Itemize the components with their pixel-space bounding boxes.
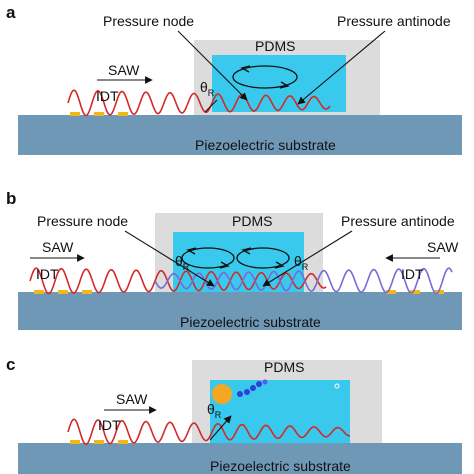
idt-electrode (386, 290, 396, 294)
idt-electrode (34, 290, 44, 294)
vortex-arrowhead (186, 247, 197, 255)
panel-b-substrate-label: Piezoelectric substrate (180, 314, 321, 330)
vortex-arrowhead (274, 261, 285, 269)
panel-a-node-pointer (177, 30, 248, 101)
panel-b-left-theta-label: θR (175, 253, 190, 272)
small-particle (244, 389, 250, 395)
panel-c-idt-label: IDT (98, 417, 121, 433)
panel-a-substrate-label: Piezoelectric substrate (195, 137, 336, 153)
panel-c: c PDMS SAW IDT θR Piezoelectric substrat… (6, 355, 462, 474)
panel-a-theta-label: θR (200, 79, 215, 98)
panel-a-pressure-antinode-label: Pressure antinode (337, 13, 451, 29)
panel-b-left-idt-electrodes (34, 290, 92, 294)
panel-a-idt-label: IDT (96, 88, 119, 104)
panel-b-right-theta-label: θR (294, 253, 309, 272)
panel-c-particles (212, 379, 340, 404)
panel-c-fluid-channel (210, 380, 350, 443)
panel-b-right-vortex (236, 247, 290, 269)
panel-a-saw-wave (67, 89, 331, 117)
panel-a-pdms-label: PDMS (255, 38, 295, 54)
small-particle (237, 391, 243, 397)
small-particle (262, 379, 268, 385)
panel-c-saw-label: SAW (116, 391, 148, 407)
vortex-arrowhead (279, 81, 290, 89)
panel-b-right-idt-label: IDT (401, 266, 424, 282)
panel-b-node-pointer (124, 230, 215, 287)
idt-electrode (118, 112, 128, 116)
idt-electrode (410, 290, 420, 294)
panel-c-pdms-label: PDMS (264, 359, 304, 375)
panel-a-idt-electrodes (70, 112, 128, 116)
panel-a: a Pressure node Pressure antinode PDMS S… (6, 3, 462, 155)
idt-electrode (82, 290, 92, 294)
panel-b-left-idt-label: IDT (36, 266, 59, 282)
panel-a-theta-indicator (204, 99, 218, 113)
panel-a-pressure-node-label: Pressure node (103, 13, 194, 29)
panel-a-letter: a (6, 3, 16, 22)
vortex-arrowhead (219, 261, 230, 269)
panel-c-substrate (18, 443, 462, 474)
panel-c-radiation-arrow (209, 415, 232, 441)
idt-electrode (94, 440, 104, 444)
panel-a-saw-label: SAW (108, 62, 140, 78)
panel-b-antinode-pointer (262, 230, 353, 287)
panel-a-streaming-vortex (232, 65, 298, 89)
panel-c-saw-wave (67, 418, 351, 446)
small-particle (256, 381, 262, 387)
small-particle (250, 385, 256, 391)
panel-b-letter: b (6, 189, 16, 208)
idt-electrode (58, 290, 68, 294)
panel-c-letter: c (6, 355, 15, 374)
panel-b: b PDMS Pressure node Pressure antinode S… (6, 189, 462, 330)
panel-a-antinode-pointer (297, 30, 386, 105)
vortex-arrowhead (240, 65, 251, 73)
panel-c-substrate-label: Piezoelectric substrate (210, 458, 351, 474)
large-particle (212, 384, 232, 404)
panel-b-left-vortex (181, 247, 235, 269)
panel-b-pdms-label: PDMS (232, 213, 272, 229)
panel-b-pressure-antinode-label: Pressure antinode (341, 213, 455, 229)
panel-c-theta-label: θR (207, 401, 222, 420)
vortex-arrowhead (241, 247, 252, 255)
panel-b-right-saw-label: SAW (427, 239, 459, 255)
idt-electrode (70, 112, 80, 116)
panel-c-idt-electrodes (70, 440, 128, 444)
panel-b-substrate (18, 292, 462, 330)
idt-electrode (118, 440, 128, 444)
idt-electrode (94, 112, 104, 116)
panel-b-left-saw-wave (29, 267, 327, 295)
panel-a-substrate (18, 115, 462, 155)
panel-a-fluid-channel (212, 55, 346, 112)
small-particle (334, 383, 340, 389)
panel-b-pressure-node-label: Pressure node (37, 213, 128, 229)
idt-electrode (70, 440, 80, 444)
panel-b-left-saw-label: SAW (42, 239, 74, 255)
